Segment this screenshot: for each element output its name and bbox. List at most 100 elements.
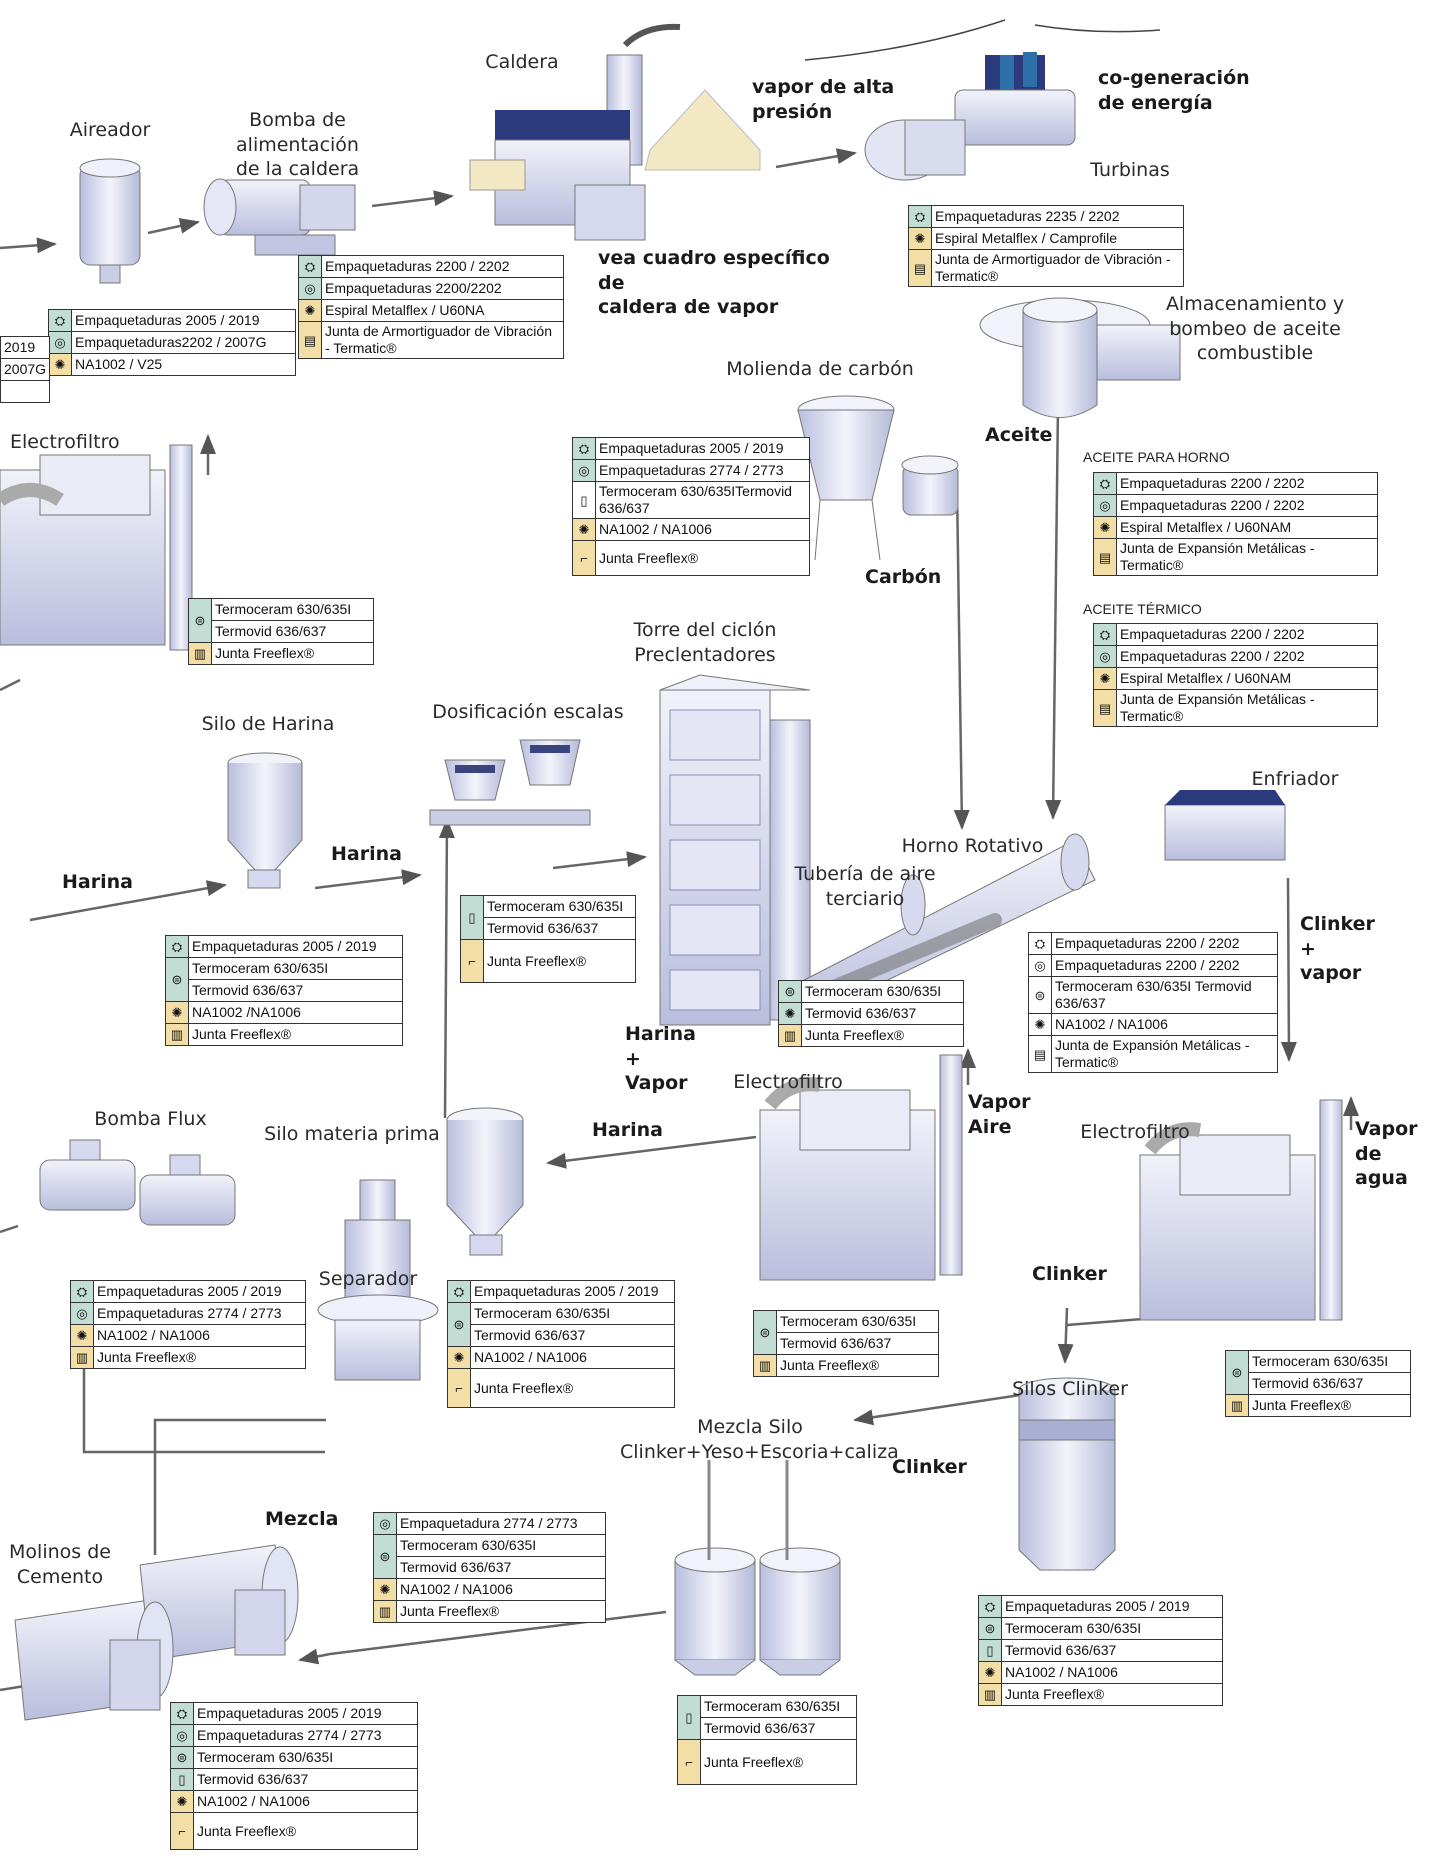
tanque-aceite-equipment — [979, 297, 1181, 418]
molinos-equipment — [14, 1544, 299, 1721]
label-dosificacion: Dosificación escalas — [432, 701, 624, 723]
spec-table-cut-left: 2019 2007G — [0, 336, 51, 403]
packing-icon: ⛭ — [447, 1280, 471, 1303]
insulation-cylinder-icon: ▯ — [572, 481, 596, 519]
packing-icon: ⛭ — [170, 1702, 194, 1725]
spiral-gasket-icon: ✺ — [373, 1578, 397, 1601]
spec-table-aceite-termico: ⛭Empaquetaduras 2200 / 2202 ◎Empaquetadu… — [1093, 623, 1378, 727]
label-separador: Separador — [318, 1268, 418, 1290]
spiral-gasket-icon: ✺ — [978, 1661, 1002, 1684]
label-electrofiltro-2: Electrofiltro — [733, 1071, 843, 1093]
dosificacion-equipment — [429, 739, 591, 826]
packing-ring-icon: ◎ — [48, 331, 72, 354]
molienda-equipment — [797, 395, 959, 561]
label-caldera: Caldera — [485, 51, 559, 73]
spiral-gasket-icon: ✺ — [908, 227, 932, 250]
label-harina-a: Harina — [62, 871, 133, 893]
freeflex-joint-icon: ⌐ — [677, 1739, 701, 1785]
label-vapor-aire: Vapor Aire — [968, 1091, 1031, 1138]
insulation-disc-icon: ⊜ — [1225, 1350, 1249, 1395]
packing-ring-icon: ◎ — [1093, 645, 1117, 668]
spiral-gasket-icon: ✺ — [447, 1346, 471, 1369]
label-aceite-horno: ACEITE PARA HORNO — [1083, 449, 1230, 465]
packing-icon: ⛭ — [48, 309, 72, 332]
spec-table-aceite-horno: ⛭Empaquetaduras 2200 / 2202 ◎Empaquetadu… — [1093, 472, 1378, 576]
expansion-joint-icon: ▤ — [298, 321, 322, 359]
freeflex-joint-icon: ▥ — [165, 1023, 189, 1046]
spec-table-molinos: ⛭Empaquetaduras 2005 / 2019 ◎Empaquetadu… — [170, 1702, 418, 1850]
packing-ring-icon: ◎ — [373, 1512, 397, 1535]
freeflex-joint-icon: ⌐ — [572, 540, 596, 576]
label-aceite-termico: ACEITE TÉRMICO — [1083, 601, 1202, 617]
label-torre-ciclon: Torre del ciclón Preclentadores — [633, 619, 777, 666]
packing-icon: ⛭ — [1093, 472, 1117, 495]
spiral-gasket-icon: ✺ — [170, 1790, 194, 1813]
insulation-disc-icon: ⊜ — [170, 1746, 194, 1769]
horno-rotativo-equipment — [783, 790, 1286, 1021]
label-bomba-alimentacion: Bomba de alimentación de la caldera — [235, 109, 360, 181]
label-bomba-flux: Bomba Flux — [94, 1108, 207, 1130]
label-silos-clinker: Silos Clinker — [1012, 1378, 1128, 1400]
label-aireador: Aireador — [69, 119, 151, 141]
spec-table-silos-clinker: ⛭Empaquetaduras 2005 / 2019 ⊜Termoceram … — [978, 1595, 1223, 1706]
packing-icon: ⛭ — [908, 205, 932, 228]
spiral-gasket-icon: ✺ — [70, 1324, 94, 1347]
bomba-alimentacion-equipment — [203, 178, 356, 256]
insulation-cylinder-icon: ▯ — [460, 895, 484, 940]
freeflex-joint-icon: ▥ — [778, 1024, 802, 1047]
insulation-disc-icon: ⊜ — [1028, 976, 1052, 1014]
label-harina-b: Harina — [331, 843, 402, 865]
packing-icon: ⛭ — [1028, 932, 1052, 955]
packing-ring-icon: ◎ — [1028, 954, 1052, 977]
spec-table-bomba-caldera: ⛭Empaquetaduras 2200 / 2202 ◎Empaquetadu… — [298, 255, 564, 359]
insulation-disc-icon: ⊜ — [753, 1310, 777, 1355]
insulation-cylinder-icon: ▯ — [170, 1768, 194, 1791]
packing-ring-icon: ◎ — [170, 1724, 194, 1747]
freeflex-joint-icon: ▥ — [188, 642, 212, 665]
label-mezcla-silo: Mezcla Silo Clinker+Yeso+Escoria+caliza — [620, 1416, 899, 1463]
spec-table-separador: ◎Empaquetadura 2774 / 2773 ⊜Termoceram 6… — [373, 1512, 606, 1623]
bomba-flux-equipment — [39, 1139, 236, 1226]
silos-clinker-equipment — [1018, 1377, 1116, 1571]
insulation-disc-icon: ⊜ — [778, 980, 802, 1003]
packing-icon: ⛭ — [70, 1280, 94, 1303]
packing-ring-icon: ◎ — [70, 1302, 94, 1325]
expansion-joint-icon: ▤ — [1093, 538, 1117, 576]
freeflex-joint-icon: ⌐ — [170, 1812, 194, 1850]
spec-table-aireador: ⛭Empaquetaduras 2005 / 2019 ◎Empaquetadu… — [48, 309, 296, 376]
separador-equipment — [317, 1179, 439, 1381]
spec-table-horno-right: ⛭Empaquetaduras 2200 / 2202 ◎Empaquetadu… — [1028, 932, 1278, 1073]
freeflex-joint-icon: ▥ — [978, 1683, 1002, 1706]
spiral-gasket-icon: ✺ — [165, 1001, 189, 1024]
label-vea-cuadro: vea cuadro específico de caldera de vapo… — [598, 247, 830, 319]
spec-table-electrofiltro-2: ⊜Termoceram 630/635I Termovid 636/637 ▥J… — [753, 1310, 939, 1377]
freeflex-joint-icon: ⌐ — [447, 1368, 471, 1408]
label-carbon: Carbón — [865, 566, 942, 588]
packing-ring-icon: ◎ — [298, 277, 322, 300]
expansion-joint-icon: ▤ — [908, 249, 932, 287]
insulation-disc-icon: ⊜ — [188, 598, 212, 643]
insulation-disc-icon: ⊜ — [165, 957, 189, 1002]
freeflex-joint-icon: ▥ — [753, 1354, 777, 1377]
label-tuberia: Tubería de aire terciario — [794, 863, 936, 910]
electrofiltro-2-equipment — [759, 1054, 963, 1281]
label-aceite: Aceite — [985, 424, 1053, 446]
spec-table-turbinas: ⛭Empaquetaduras 2235 / 2202 ✺Espiral Met… — [908, 205, 1184, 287]
mezcla-silo-equipment — [674, 1460, 841, 1676]
caldera-equipment — [469, 23, 761, 241]
freeflex-joint-icon: ▥ — [70, 1346, 94, 1369]
spec-table-electrofiltro-3: ⊜Termoceram 630/635I Termovid 636/637 ▥J… — [1225, 1350, 1411, 1417]
spiral-gasket-icon: ✺ — [298, 299, 322, 322]
torre-ciclon-equipment — [659, 674, 811, 1026]
electrofiltro-3-equipment — [1139, 1099, 1343, 1321]
label-molienda: Molienda de carbón — [726, 358, 914, 380]
spec-table-mezcla-silo: ▯Termoceram 630/635I Termovid 636/637 ⌐J… — [677, 1695, 857, 1785]
packing-icon: ⛭ — [298, 255, 322, 278]
label-clinker-vapor: Clinker + vapor — [1300, 913, 1375, 985]
spiral-gasket-icon: ✺ — [1093, 516, 1117, 539]
spec-table-electrofiltro-1: ⊜Termoceram 630/635I Termovid 636/637 ▥J… — [188, 598, 374, 665]
label-cogeneracion: co-generación de energía — [1098, 67, 1250, 114]
spec-table-bomba-flux: ⛭Empaquetaduras 2005 / 2019 ◎Empaquetadu… — [70, 1280, 306, 1369]
spec-table-molienda: ⛭Empaquetaduras 2005 / 2019 ◎Empaquetadu… — [572, 437, 810, 576]
